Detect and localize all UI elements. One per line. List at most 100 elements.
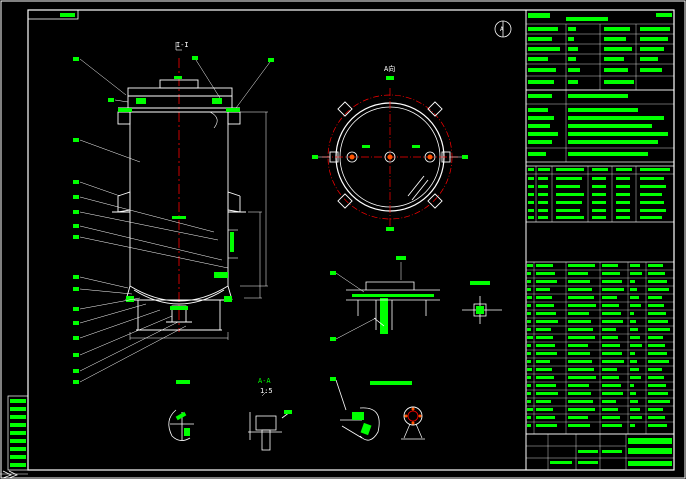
bom-cell bbox=[648, 264, 663, 267]
bom-cell bbox=[648, 320, 668, 323]
bom-cell bbox=[527, 400, 531, 403]
bom-cell bbox=[602, 352, 622, 355]
bom-cell bbox=[630, 352, 635, 355]
bom-cell bbox=[630, 312, 634, 315]
bom-cell bbox=[527, 360, 531, 363]
bom-cell bbox=[630, 400, 638, 403]
bom-cell bbox=[648, 392, 668, 395]
detail-b bbox=[248, 391, 292, 451]
bom-cell bbox=[568, 368, 594, 371]
bom-cell bbox=[527, 392, 531, 395]
bom-cell bbox=[602, 296, 617, 299]
main-view-label: I-I bbox=[176, 41, 189, 49]
bom-cell bbox=[602, 416, 620, 419]
bom-cell bbox=[630, 384, 634, 387]
bom-cell bbox=[536, 344, 555, 347]
bom-cell bbox=[536, 312, 556, 315]
bom-cell bbox=[568, 304, 596, 307]
bom-cell bbox=[536, 288, 550, 291]
bom-cell bbox=[536, 368, 552, 371]
bom-cell bbox=[568, 312, 589, 315]
main-view-leaders-right bbox=[195, 59, 271, 109]
bom-cell bbox=[536, 264, 553, 267]
bom-cell bbox=[568, 280, 590, 283]
bom-cell bbox=[630, 264, 640, 267]
bom-cell bbox=[536, 304, 554, 307]
bom-cell bbox=[648, 288, 669, 291]
bom-cell bbox=[648, 352, 667, 355]
bom-cell bbox=[568, 336, 595, 339]
parts-list-table bbox=[525, 261, 675, 435]
bom-cell bbox=[568, 288, 592, 291]
bom-cell bbox=[527, 336, 533, 339]
bom-cell bbox=[568, 272, 588, 275]
bom-cell bbox=[648, 384, 666, 387]
bom-cell bbox=[630, 360, 637, 363]
bom-cell bbox=[536, 280, 557, 283]
bom-cell bbox=[648, 368, 662, 371]
bom-cell bbox=[630, 296, 639, 299]
bom-cell bbox=[630, 424, 635, 427]
bom-cell bbox=[602, 304, 619, 307]
bom-cell bbox=[536, 352, 557, 355]
bom-cell bbox=[602, 264, 618, 267]
bom-cell bbox=[568, 352, 590, 355]
bom-cell bbox=[602, 400, 616, 403]
bom-cell bbox=[527, 304, 531, 307]
bom-cell bbox=[568, 392, 591, 395]
main-view-leaders-left bbox=[79, 58, 229, 383]
bom-cell bbox=[536, 360, 550, 363]
bom-cell bbox=[602, 280, 622, 283]
bom-cell bbox=[536, 400, 551, 403]
bom-cell bbox=[630, 368, 639, 371]
bom-cell bbox=[568, 384, 589, 387]
title-block-region bbox=[525, 9, 675, 471]
bom-cell bbox=[527, 288, 531, 291]
bom-cell bbox=[527, 352, 531, 355]
binding-strip bbox=[7, 395, 29, 471]
bom-cell bbox=[648, 424, 667, 427]
bom-cell bbox=[568, 344, 588, 347]
bom-cell bbox=[568, 264, 595, 267]
bom-cell bbox=[527, 312, 531, 315]
corner-arrow-icon bbox=[2, 470, 18, 479]
bom-cell bbox=[602, 376, 619, 379]
bom-cell bbox=[602, 384, 621, 387]
bom-cell bbox=[648, 336, 663, 339]
bom-cell bbox=[630, 288, 637, 291]
detail-d bbox=[401, 406, 425, 440]
bom-cell bbox=[536, 408, 553, 411]
bom-cell bbox=[568, 320, 591, 323]
main-view-leader-tags-right bbox=[192, 56, 274, 62]
bom-cell bbox=[527, 384, 531, 387]
bom-cell bbox=[648, 272, 665, 275]
bom-cell bbox=[536, 384, 556, 387]
bom-cell bbox=[527, 328, 531, 331]
bom-cell bbox=[568, 376, 596, 379]
detail-b-label: A-A bbox=[258, 377, 271, 385]
bom-cell bbox=[568, 416, 588, 419]
bom-cell bbox=[527, 296, 532, 299]
detail-flange-section bbox=[330, 256, 440, 341]
bom-cell bbox=[536, 328, 551, 331]
bom-cell bbox=[602, 328, 616, 331]
main-section-view bbox=[112, 42, 268, 340]
bom-cell bbox=[536, 424, 557, 427]
bom-cell bbox=[648, 304, 664, 307]
section-label-marker bbox=[175, 42, 182, 51]
bom-cell bbox=[630, 416, 642, 419]
bom-cell bbox=[602, 360, 624, 363]
bom-cell bbox=[527, 344, 531, 347]
bom-cell bbox=[568, 360, 592, 363]
bom-cell bbox=[648, 328, 670, 331]
detail-a bbox=[168, 380, 194, 441]
detail-nozzle-small bbox=[462, 281, 502, 324]
bom-cell bbox=[602, 288, 624, 291]
nozzle-table bbox=[525, 165, 675, 223]
bom-cell bbox=[648, 400, 670, 403]
main-view-leader-tags-left bbox=[73, 57, 114, 384]
drawing-number-box bbox=[27, 9, 79, 20]
detail-b-scale: 1:5 bbox=[260, 387, 273, 395]
bom-cell bbox=[527, 264, 533, 267]
